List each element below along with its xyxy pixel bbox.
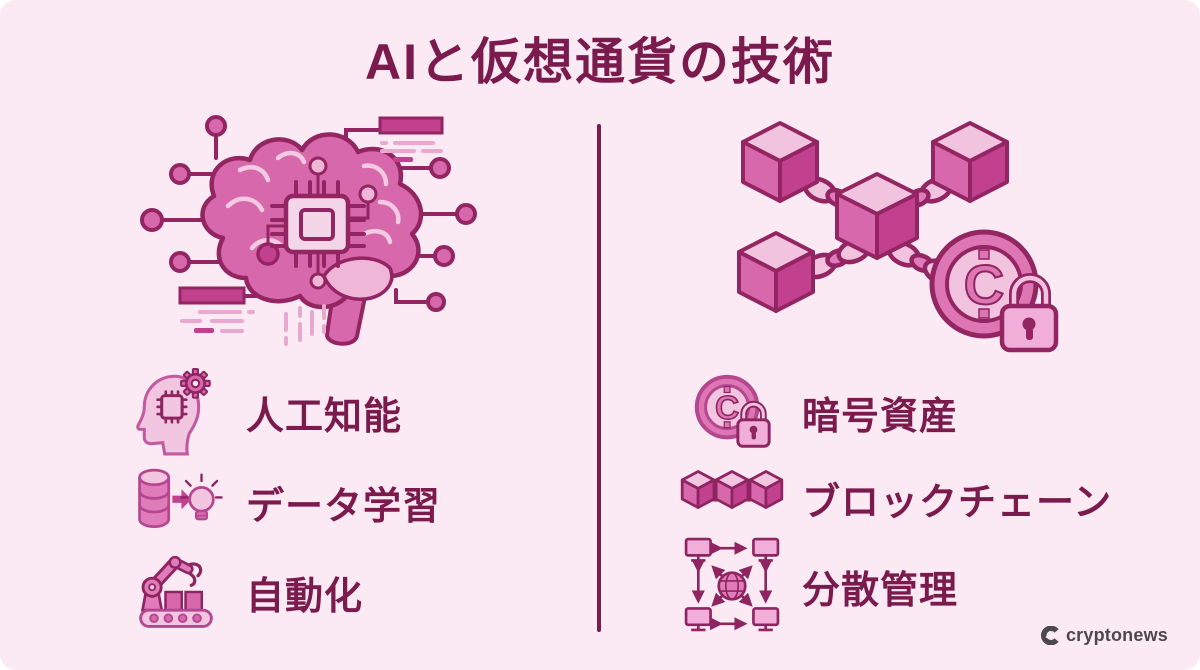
list-item-automation: 自動化: [120, 546, 363, 638]
blockchain-illustration: C: [737, 121, 1059, 353]
brand-name: cryptonews: [1065, 625, 1168, 645]
list-item-label: 分散管理: [802, 569, 959, 612]
monitors: [684, 537, 780, 632]
list-item-label: データ学習: [246, 485, 442, 528]
list-item-data-learning: データ学習: [120, 456, 441, 548]
list-item-label: 人工知能: [246, 395, 403, 438]
list-item-label: 暗号資産: [802, 395, 959, 438]
cube-bottom-left: [737, 231, 815, 313]
list-item-label: ブロックチェーン: [802, 481, 1113, 524]
list-item-label: 自動化: [246, 575, 364, 618]
page-title: AIと仮想通貨の技術: [365, 34, 835, 90]
svg-text:C: C: [964, 253, 1004, 316]
decorative-text-bars-bottom: [178, 286, 255, 333]
column-divider: [597, 124, 601, 632]
distributed-network-icon: [676, 537, 788, 635]
cube-top-right: [931, 121, 1009, 203]
small-cube-3: [748, 470, 784, 509]
cube-top-left: [741, 121, 819, 203]
padlock: [999, 273, 1059, 353]
head-chip-gear-icon: [120, 366, 232, 458]
list-item-crypto-assets: C 暗号資産: [676, 366, 958, 458]
robot-arm-conveyor-icon: [120, 549, 232, 635]
brand-logo: cryptonews: [1040, 625, 1168, 646]
list-item-artificial-intelligence: 人工知能: [120, 366, 402, 458]
decorative-text-bars-top: [378, 116, 444, 162]
small-cube-2: [714, 470, 750, 509]
ai-brain-illustration: [140, 115, 477, 346]
small-cube-1: [680, 470, 716, 509]
linked-cubes-icon: [676, 467, 788, 529]
list-item-blockchain: ブロックチェーン: [676, 452, 1112, 544]
crypto-coin-lock-icon: C: [676, 368, 788, 456]
list-item-distributed-management: 分散管理: [676, 537, 959, 635]
database-to-idea-icon: [120, 461, 232, 543]
cube-center: [835, 172, 919, 260]
cryptonews-c-icon: [1040, 626, 1060, 645]
svg-text:C: C: [715, 390, 739, 427]
